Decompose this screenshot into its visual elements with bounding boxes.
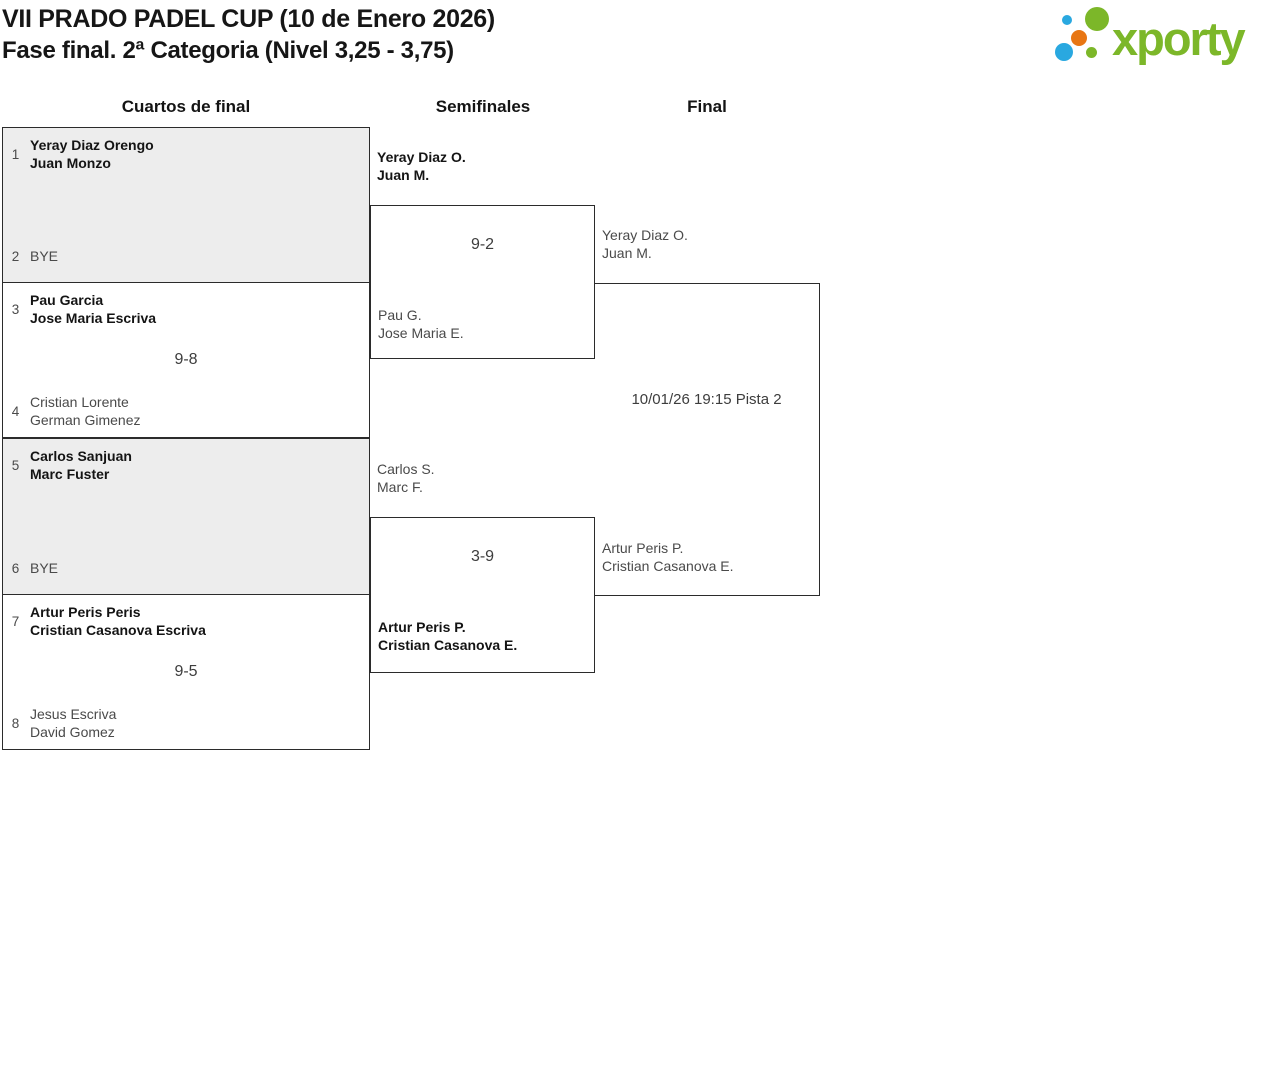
player-name: Yeray Diaz O.: [602, 227, 688, 243]
player-name: Cristian Lorente: [30, 394, 129, 410]
sf1-score: 9-2: [470, 236, 495, 253]
player-name: Pau Garcia: [30, 292, 104, 308]
logo-dot-orange-icon: [1071, 30, 1087, 46]
match-qf2: 3 Pau Garcia Jose Maria Escriva 9-8 4 Cr…: [2, 282, 370, 438]
player-name: Cristian Casanova E.: [378, 637, 518, 653]
seed-number: 6: [11, 560, 20, 576]
sf1-team-bottom: Pau G. Jose Maria E.: [378, 306, 464, 342]
xporty-logo[interactable]: xporty: [1048, 2, 1268, 74]
logo-wordmark: xporty: [1112, 12, 1246, 65]
player-name: BYE: [30, 248, 59, 264]
column-header-final: Final: [687, 97, 727, 116]
sf2-score: 3-9: [470, 548, 495, 565]
player-name: Carlos Sanjuan: [30, 448, 132, 464]
sf2-team-bottom: Artur Peris P. Cristian Casanova E.: [378, 618, 517, 654]
player-name: Cristian Casanova E.: [602, 558, 734, 574]
logo-dot-blue-small-icon: [1062, 15, 1072, 25]
player-name: BYE: [30, 560, 59, 576]
bye-label: BYE: [30, 247, 58, 265]
qf4-team-bottom: 8 Jesus Escriva David Gomez: [8, 705, 117, 741]
seed-number: 7: [11, 613, 20, 629]
seed-number: 3: [11, 301, 20, 317]
page-subtitle: Fase final. 2ª Categoria (Nivel 3,25 - 3…: [2, 37, 454, 64]
seed-number: 4: [11, 403, 20, 419]
qf2-team-bottom: 4 Cristian Lorente German Gimenez: [8, 393, 141, 429]
team-name: Pau Garcia Jose Maria Escriva: [30, 291, 156, 327]
logo-dot-green-large-icon: [1085, 7, 1109, 31]
final-team-top: Yeray Diaz O. Juan M.: [602, 226, 688, 262]
qf3-team-bottom: 6 BYE: [8, 559, 58, 577]
match-sf2: 3-9 Artur Peris P. Cristian Casanova E.: [370, 517, 595, 673]
player-name: Marc Fuster: [30, 466, 110, 482]
player-name: Pau G.: [378, 307, 422, 323]
team-name: Cristian Lorente German Gimenez: [30, 393, 140, 429]
column-header-semifinals: Semifinales: [435, 97, 531, 116]
player-name: Juan M.: [602, 245, 652, 261]
team-name: Carlos Sanjuan Marc Fuster: [30, 447, 132, 483]
qf1-team-bottom: 2 BYE: [8, 247, 58, 265]
match-qf4: 7 Artur Peris Peris Cristian Casanova Es…: [2, 594, 370, 750]
logo-dot-blue-large-icon: [1055, 43, 1073, 61]
team-name: Jesus Escriva David Gomez: [30, 705, 116, 741]
column-header-quarterfinals: Cuartos de final: [121, 97, 251, 116]
player-name: Marc F.: [377, 479, 423, 495]
match-sf1: 9-2 Pau G. Jose Maria E.: [370, 205, 595, 359]
team-name: Yeray Diaz Orengo Juan Monzo: [30, 136, 154, 172]
player-name: Cristian Casanova Escriva: [30, 622, 206, 638]
player-name: Yeray Diaz O.: [377, 149, 466, 165]
sf2-team-top: Carlos S. Marc F.: [377, 460, 435, 496]
seed-number: 1: [11, 146, 20, 162]
qf1-team-top: 1 Yeray Diaz Orengo Juan Monzo: [8, 136, 154, 172]
final-team-bottom: Artur Peris P. Cristian Casanova E.: [602, 539, 734, 575]
player-name: Juan M.: [377, 167, 430, 183]
qf3-team-top: 5 Carlos Sanjuan Marc Fuster: [8, 447, 132, 483]
player-name: Artur Peris P.: [602, 540, 684, 556]
qf4-team-top: 7 Artur Peris Peris Cristian Casanova Es…: [8, 603, 206, 639]
seed-number: 5: [11, 457, 20, 473]
player-name: Artur Peris P.: [378, 619, 466, 635]
page-title: VII PRADO PADEL CUP (10 de Enero 2026): [2, 5, 495, 33]
seed-number: 8: [11, 715, 20, 731]
bye-label: BYE: [30, 559, 58, 577]
logo-dot-green-small-icon: [1086, 47, 1097, 58]
player-name: Juan Monzo: [30, 155, 111, 171]
player-name: Artur Peris Peris: [30, 604, 141, 620]
qf4-score: 9-5: [174, 663, 198, 680]
player-name: Yeray Diaz Orengo: [30, 137, 154, 153]
sf1-team-top: Yeray Diaz O. Juan M.: [377, 148, 466, 184]
qf2-team-top: 3 Pau Garcia Jose Maria Escriva: [8, 291, 156, 327]
seed-number: 2: [11, 248, 20, 264]
match-qf3: 5 Carlos Sanjuan Marc Fuster 6 BYE: [2, 438, 370, 595]
qf2-score: 9-8: [174, 351, 198, 368]
player-name: Carlos S.: [377, 461, 435, 477]
player-name: German Gimenez: [30, 412, 141, 428]
final-match-schedule: 10/01/26 19:15 Pista 2: [631, 391, 782, 408]
player-name: Jose Maria Escriva: [30, 310, 157, 326]
match-final: 10/01/26 19:15 Pista 2 Artur Peris P. Cr…: [594, 283, 820, 596]
match-qf1: 1 Yeray Diaz Orengo Juan Monzo 2 BYE: [2, 127, 370, 283]
player-name: Jesus Escriva: [30, 706, 117, 722]
team-name: Artur Peris Peris Cristian Casanova Escr…: [30, 603, 206, 639]
player-name: Jose Maria E.: [378, 325, 464, 341]
player-name: David Gomez: [30, 724, 115, 740]
